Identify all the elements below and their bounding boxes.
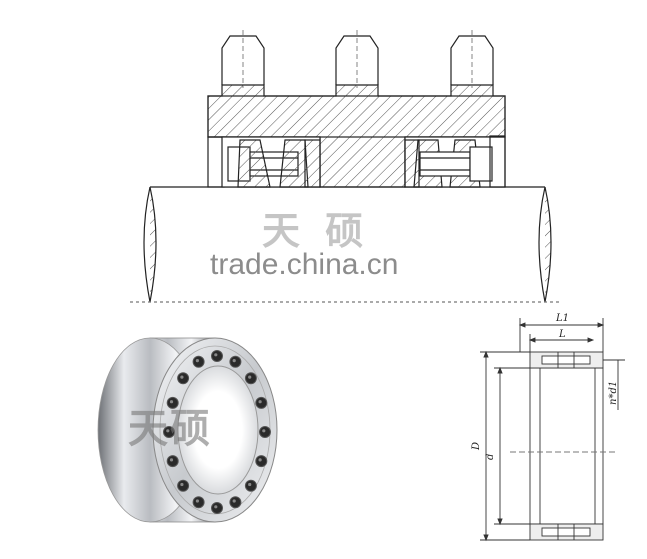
bolt-highlight [232,499,236,503]
dim-label-D: D [471,442,482,451]
bolt-highlight [258,400,262,404]
bolt-highlight [195,499,199,503]
bolt-highlight [248,482,252,487]
bolt-highlight [169,458,174,462]
bolt-head [163,426,175,438]
locking-assembly-left [207,136,321,188]
bolt-head [244,372,257,385]
bolt-head [177,372,190,385]
sprocket-teeth [221,30,494,88]
bolt-highlight [169,400,174,404]
bolt-head [229,355,242,368]
bolt-ring [163,350,271,514]
bolt-highlight [232,359,236,363]
bolt-head [259,426,271,438]
assembly-section-drawing [130,30,560,303]
bolt-highlight [180,375,184,379]
bolt-head [255,455,268,468]
bolt-highlight [262,429,266,433]
bolt-head [192,355,205,368]
dim-label-L: L [558,329,566,340]
watermark-site: trade.china.cn [210,248,399,281]
bolt-highlight [214,505,218,509]
bolt-head [166,396,179,409]
bolt-head [229,496,242,509]
dim-label-d: d [485,454,496,460]
bolt-head [244,479,257,492]
bolt-highlight [180,482,184,487]
dimension-drawing [480,318,625,542]
bolt-highlight [214,353,218,357]
bolt-highlight [248,375,252,379]
bolt-highlight [195,359,199,363]
dim-label-n-d1: n*d1 [608,381,619,405]
dim-label-L1: L1 [555,313,569,324]
bolt-head [211,350,223,362]
bolt-head [255,396,268,409]
bolt-head [166,455,179,468]
bolt-head [192,496,205,509]
watermark-brand-top: 天 硕 [262,208,370,253]
watermark-brand-bottom: 天硕 [128,405,212,452]
bolt-highlight [166,429,170,433]
bolt-head [211,502,223,514]
bolt-head [177,479,190,492]
shrink-disc-photo [97,337,278,523]
bolt-highlight [258,458,262,462]
locking-assembly-right [404,136,506,188]
